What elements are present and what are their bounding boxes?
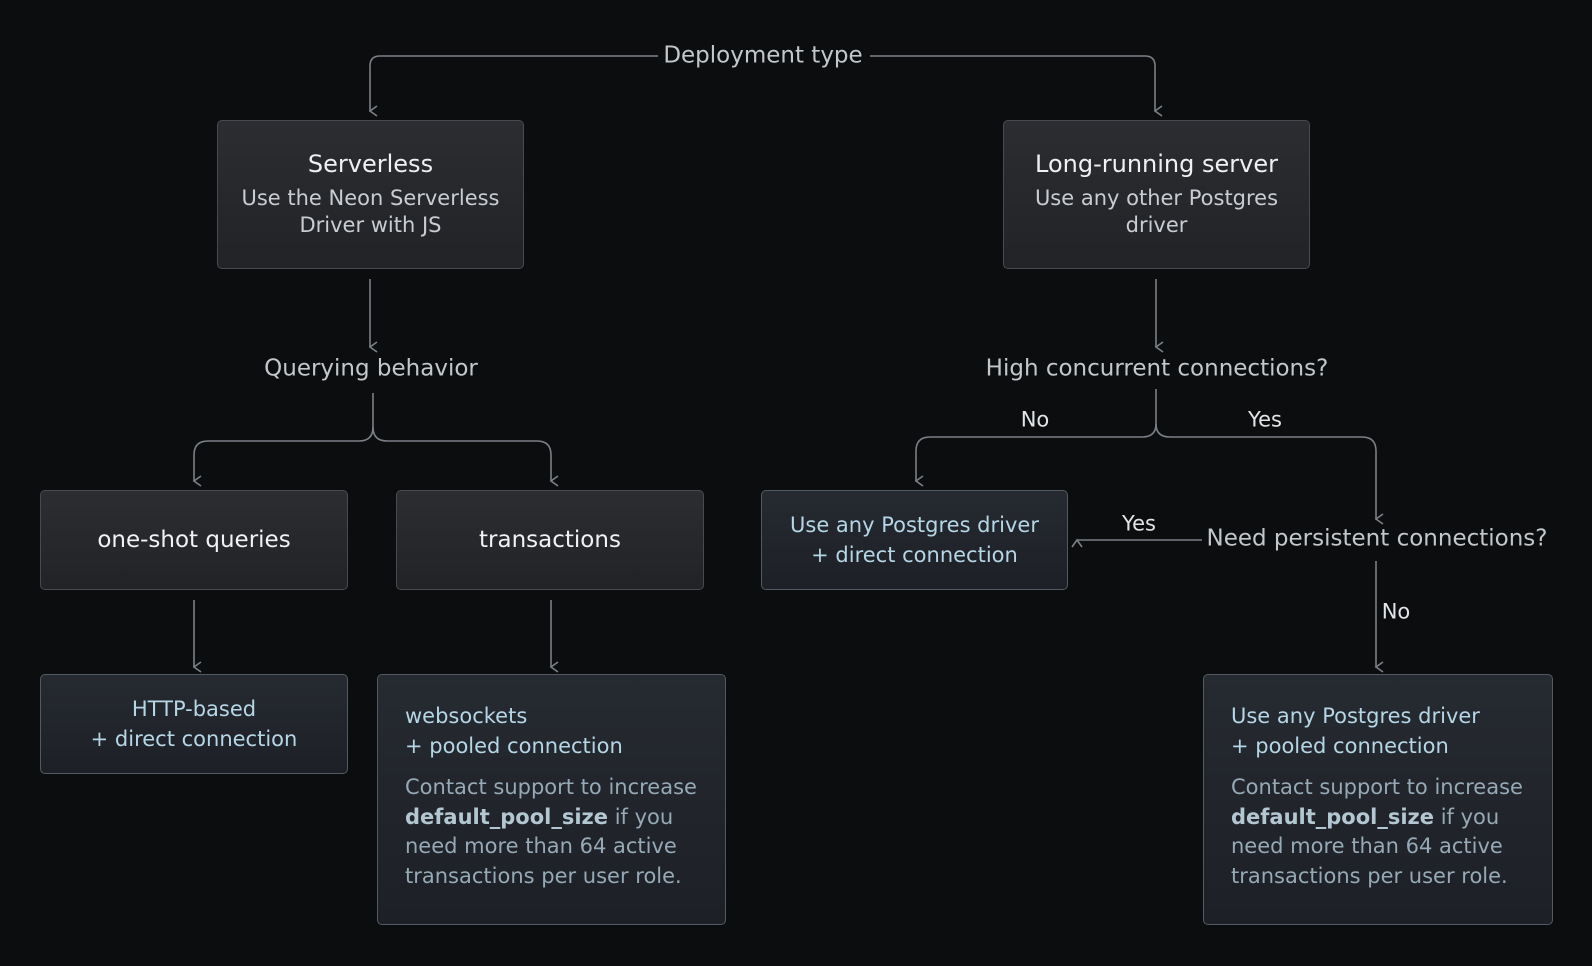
transactions-label: transactions xyxy=(479,527,621,553)
edge-root-longrunning xyxy=(870,55,1163,117)
concurrent-no-label: No xyxy=(1020,407,1050,432)
websockets-note: Contact support to increase default_pool… xyxy=(405,775,697,888)
serverless-description: Use the Neon Serverless Driver with JS xyxy=(241,186,500,238)
edge-root-serverless xyxy=(368,55,658,117)
persistent-yes-label: Yes xyxy=(1122,511,1156,536)
edge-concurrent-no xyxy=(914,389,1157,487)
one-shot-queries-label: one-shot queries xyxy=(97,527,291,553)
persistent-connections-label: Need persistent connections? xyxy=(1206,525,1548,552)
long-running-server-node: Long-running server Use any other Postgr… xyxy=(1003,120,1310,269)
pooled-connection-note: Contact support to increase default_pool… xyxy=(1231,775,1523,888)
querying-behavior-label: Querying behavior xyxy=(264,355,478,382)
edge-querying-oneshot xyxy=(192,393,374,487)
one-shot-queries-node: one-shot queries xyxy=(40,490,348,590)
long-running-title: Long-running server xyxy=(1035,149,1278,178)
long-running-description: Use any other Postgres driver xyxy=(1034,186,1279,238)
high-concurrent-label: High concurrent connections? xyxy=(985,355,1329,382)
persistent-no-label: No xyxy=(1381,599,1411,624)
edge-querying-transactions xyxy=(372,426,559,487)
serverless-title: Serverless xyxy=(307,149,434,178)
concurrent-yes-label: Yes xyxy=(1248,407,1282,432)
deployment-type-label: Deployment type xyxy=(663,42,863,69)
websockets-leaf: websockets + pooled connection Contact s… xyxy=(377,674,726,925)
edge-concurrent-yes xyxy=(1155,423,1384,525)
transactions-node: transactions xyxy=(396,490,704,590)
http-based-leaf: HTTP-based + direct connection xyxy=(40,674,348,774)
pooled-connection-leaf: Use any Postgres driver + pooled connect… xyxy=(1203,674,1553,925)
direct-connection-leaf: Use any Postgres driver + direct connect… xyxy=(761,490,1068,590)
serverless-node: Serverless Use the Neon Serverless Drive… xyxy=(217,120,524,269)
